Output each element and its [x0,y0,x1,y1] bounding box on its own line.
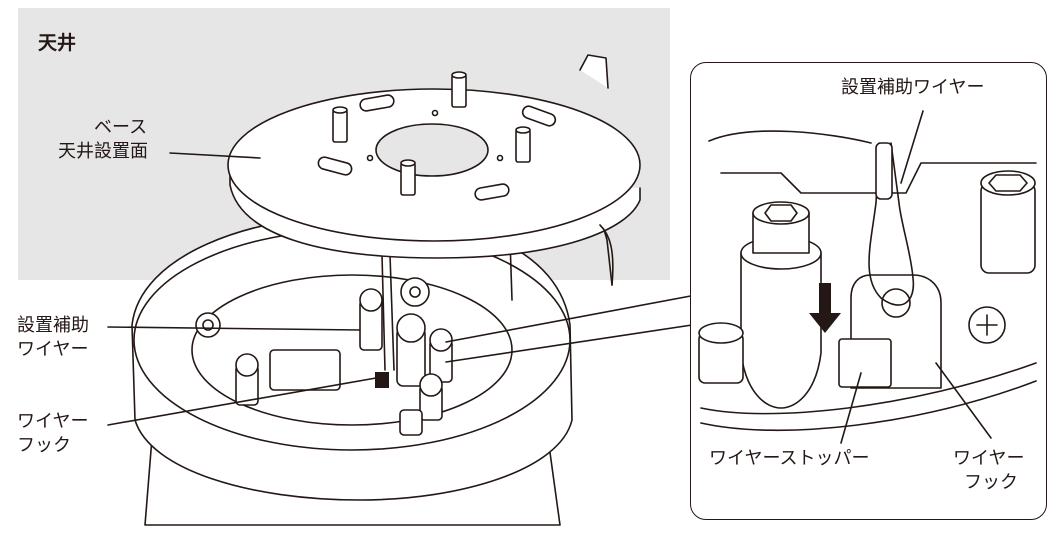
leader-aux-wire [107,326,361,331]
detail-callout: 設置補助ワイヤー ワイヤーストッパー ワイヤー フック [690,62,1047,520]
label-base: ベース [94,117,148,138]
detail-label-aux-wire: 設置補助ワイヤー [841,77,985,98]
leader-wire-hook [107,377,377,426]
zoom-guide-bottom [445,321,713,363]
leader-base [169,152,261,159]
label-base-surface: 天井設置面 [58,141,148,162]
camera-housing [131,214,573,526]
bolt-right [980,170,1036,274]
bolt-left [740,201,822,409]
base-plate [227,54,641,259]
label-aux-wire-2: ワイヤー [17,339,89,360]
detail-illustration [698,110,1037,444]
aux-wire [868,142,915,306]
down-arrow [809,283,841,333]
wire-stopper [838,338,892,388]
detail-label-hook-2: フック [964,472,1018,493]
inner-components [195,277,453,436]
detail-label-hook-1: ワイヤー [953,448,1025,469]
leader-detail-hook [935,362,992,439]
leader-detail-aux-wire [900,110,924,184]
label-wire-hook-1: ワイヤー [17,411,89,432]
zoom-guide-top [445,291,713,343]
detail-label-wire-stopper: ワイヤーストッパー [709,448,870,469]
leader-detail-stopper [840,372,862,444]
ceiling-label: 天井 [38,32,77,54]
label-aux-wire-1: 設置補助 [17,315,89,336]
label-wire-hook-2: フック [17,435,71,456]
